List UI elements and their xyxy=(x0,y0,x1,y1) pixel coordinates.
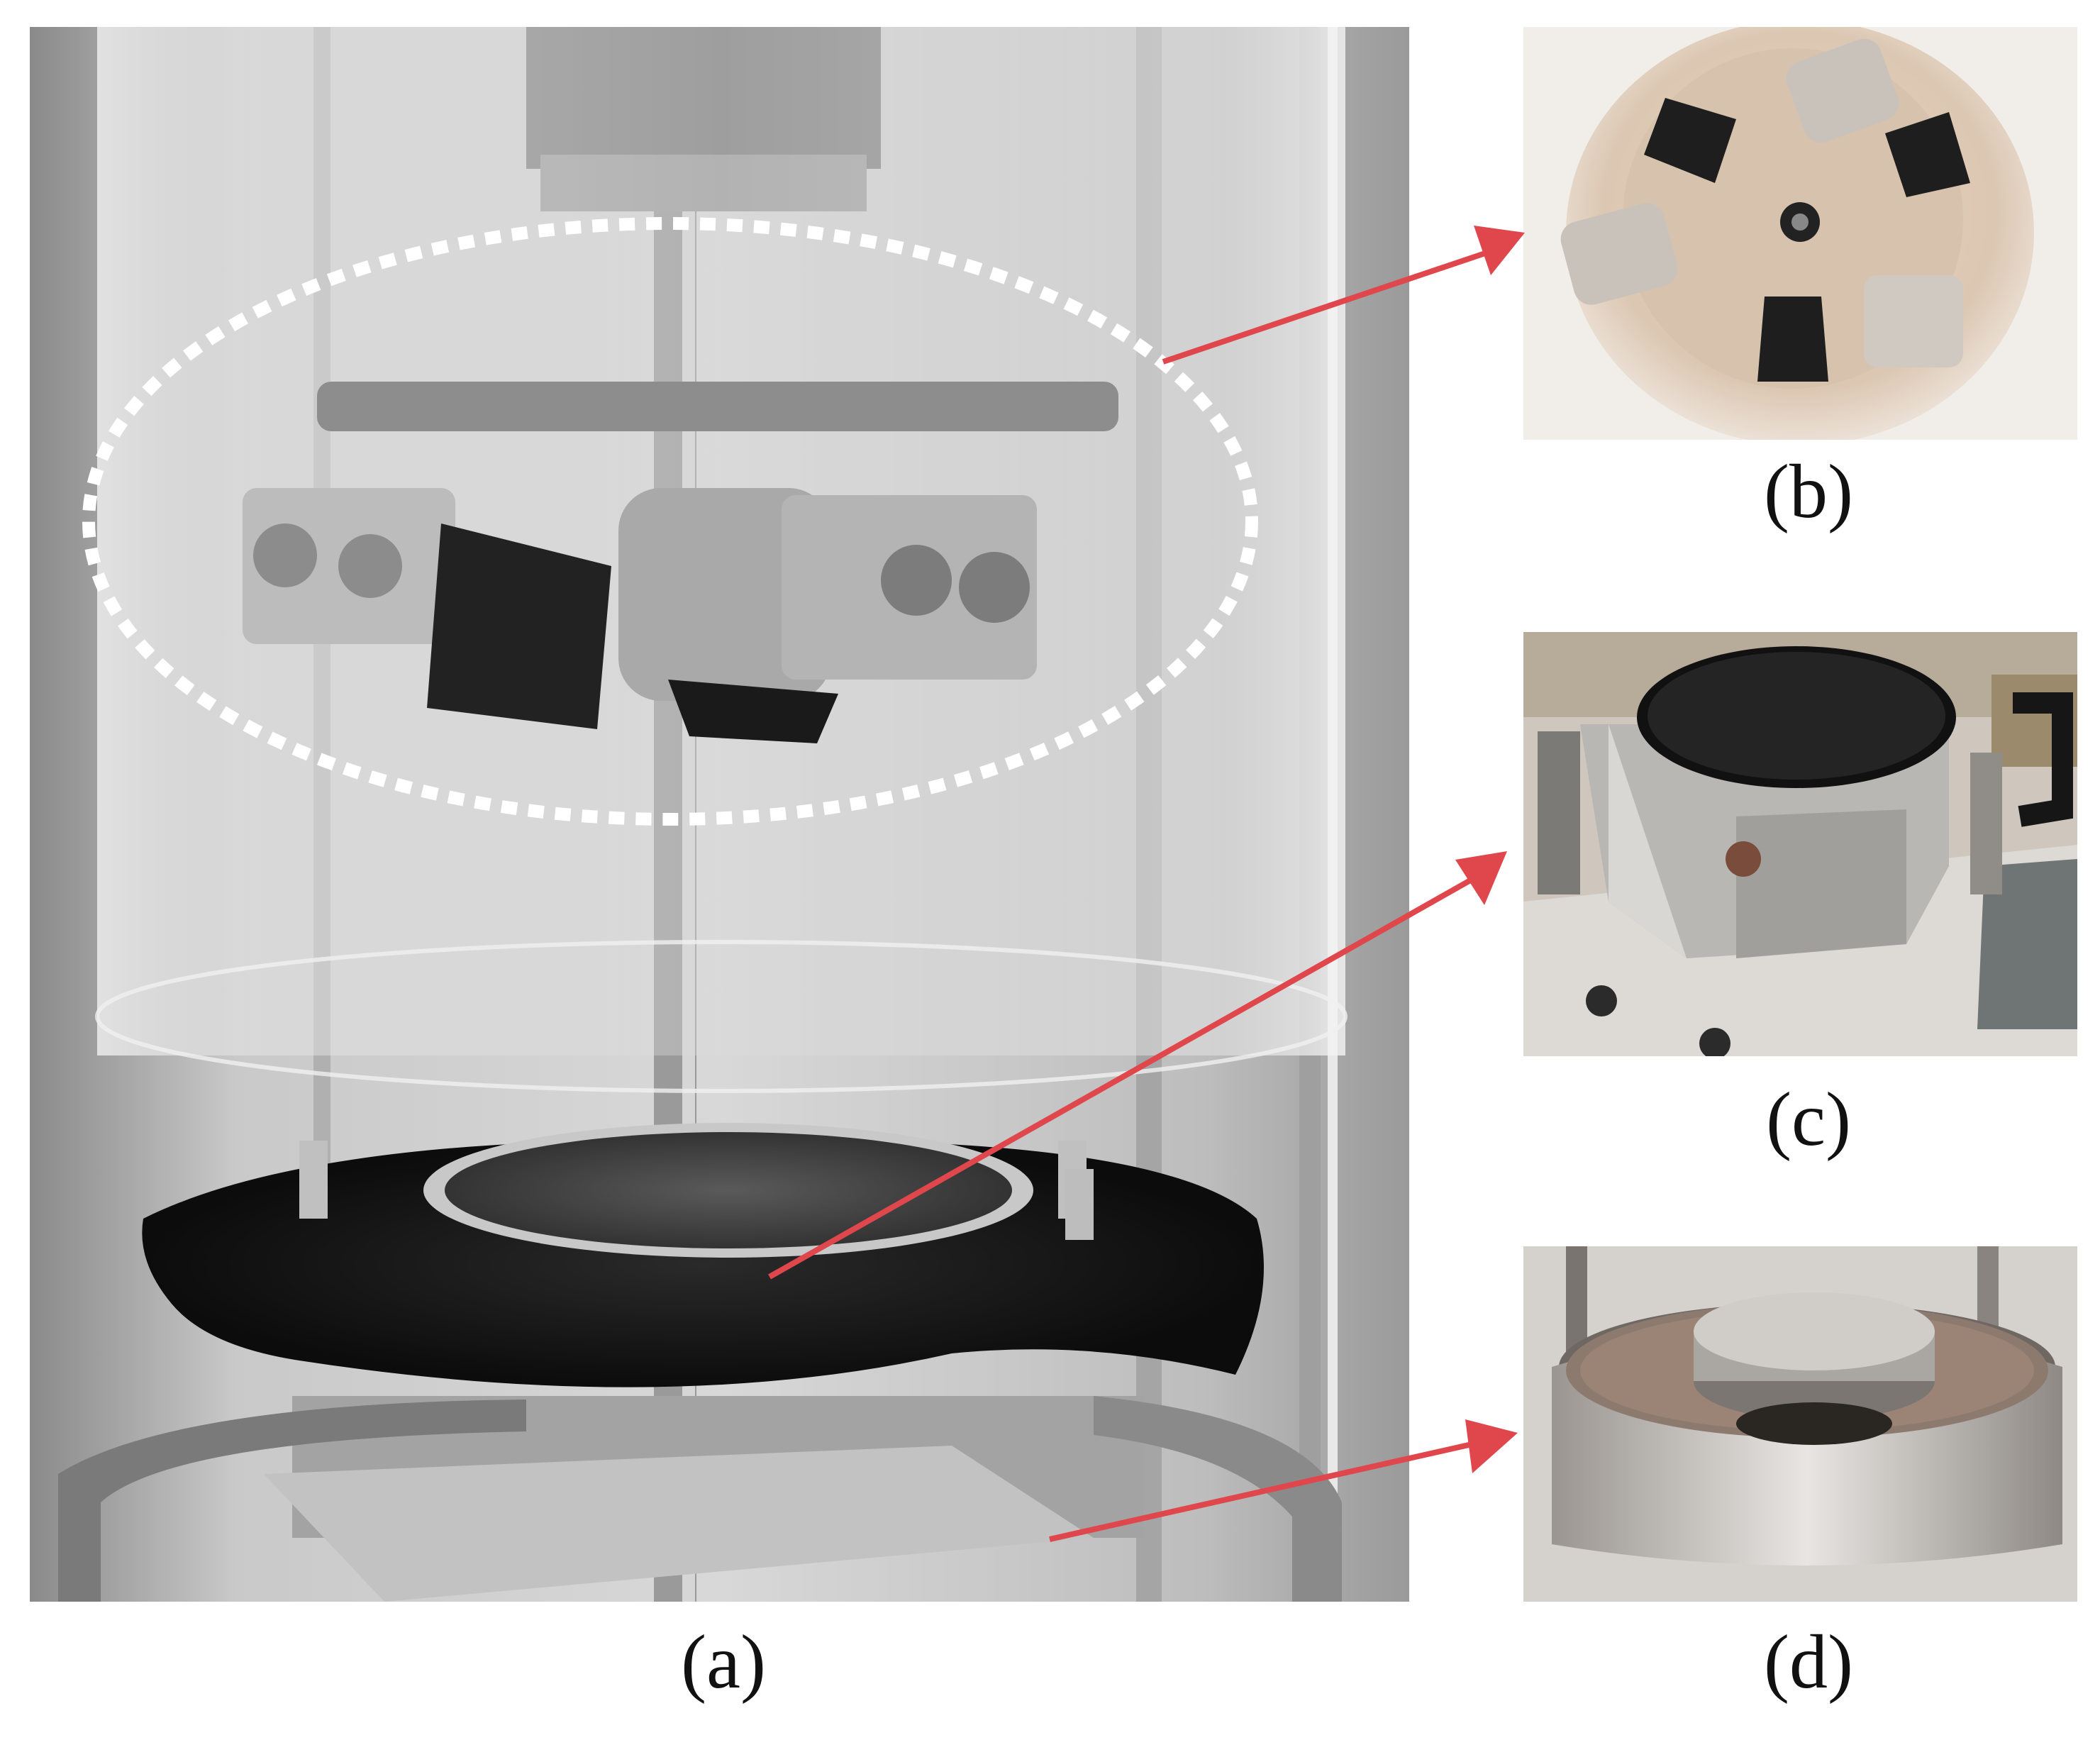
panel-c-caption: (c) xyxy=(1766,1077,1851,1162)
panel-b-caption: (b) xyxy=(1764,450,1853,534)
wheel-head-photo-image xyxy=(1523,27,2077,440)
photo-panel-d xyxy=(1523,1246,2077,1602)
panel-d-caption: (d) xyxy=(1764,1620,1853,1705)
steel-pan-photo-image xyxy=(1523,1246,2077,1602)
photo-panel-b xyxy=(1523,27,2077,440)
apparatus-photo-image xyxy=(30,27,1409,1602)
panel-a-caption: (a) xyxy=(681,1620,766,1705)
photo-panel-a xyxy=(30,27,1409,1602)
photo-panel-c xyxy=(1523,632,2077,1056)
specimen-mould-photo-image xyxy=(1523,632,2077,1056)
